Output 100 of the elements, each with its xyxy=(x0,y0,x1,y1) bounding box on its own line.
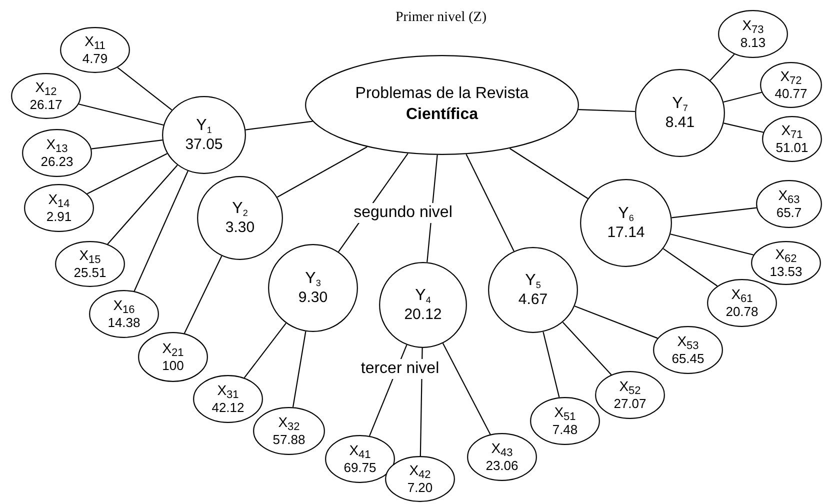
variable-name: X$_{52}$ xyxy=(619,378,641,398)
variable-name: X$_{51}$ xyxy=(554,404,576,424)
variable-value: 51.01 xyxy=(776,141,808,156)
variable-value: 7.48 xyxy=(552,423,578,438)
variable-value: 26.23 xyxy=(40,155,74,170)
connector-line xyxy=(723,92,762,103)
connector-line xyxy=(184,256,222,334)
ellipse-node xyxy=(253,407,325,455)
connector-line xyxy=(562,322,612,376)
variable-value: 4.67 xyxy=(518,290,548,308)
variable-value: 14.38 xyxy=(108,316,140,332)
variable-value: 40.77 xyxy=(774,87,808,102)
circle-node xyxy=(580,179,672,267)
connector-line xyxy=(724,122,764,133)
variable-name: X$_{16}$ xyxy=(113,296,135,316)
variable-name: X$_{32}$ xyxy=(278,414,300,434)
variable-value: 25.51 xyxy=(74,266,106,282)
variable-value: 20.12 xyxy=(404,306,442,323)
variable-name: X$_{73}$ xyxy=(742,16,764,36)
connector-line xyxy=(510,148,588,199)
variable-value: 100 xyxy=(162,359,184,374)
variable-name: Y$_{3}$ xyxy=(305,270,321,289)
ellipse-node xyxy=(11,73,81,119)
ellipse-node xyxy=(760,62,822,108)
variable-name: Y$_{6}$ xyxy=(618,205,634,224)
ellipse-node xyxy=(89,290,159,338)
connector-line xyxy=(710,54,735,81)
circle-node xyxy=(488,247,578,333)
node-title: Problemas de la Revista Científica xyxy=(354,84,530,125)
connector-line xyxy=(670,234,754,256)
connector-line xyxy=(86,153,168,194)
ellipse-node xyxy=(138,332,208,382)
circle-node xyxy=(268,244,358,332)
variable-value: 7.20 xyxy=(407,481,433,496)
circle-node xyxy=(379,262,467,348)
variable-name: X$_{62}$ xyxy=(775,246,797,266)
circle-node xyxy=(635,69,725,157)
variable-name: X$_{61}$ xyxy=(731,286,753,306)
ellipse-node xyxy=(595,371,665,419)
variable-value: 4.79 xyxy=(82,52,108,68)
connector-line xyxy=(466,154,514,252)
ellipse-node xyxy=(325,435,395,483)
connector-line xyxy=(134,170,188,292)
variable-value: 9.30 xyxy=(298,288,328,306)
ellipse-node xyxy=(467,433,537,481)
ellipse-node xyxy=(751,241,821,285)
variable-name: X$_{12}$ xyxy=(35,78,57,98)
ellipse-node xyxy=(707,279,777,327)
ellipse-node xyxy=(24,184,94,232)
ellipse-node xyxy=(193,375,263,423)
connector-line xyxy=(91,140,162,150)
variable-value: 65.45 xyxy=(672,352,704,368)
variable-name: Y$_{4}$ xyxy=(415,287,431,306)
connector-line xyxy=(574,306,658,339)
variable-value: 65.7 xyxy=(776,206,802,222)
variable-value: 17.14 xyxy=(607,224,645,241)
variable-value: 23.06 xyxy=(486,459,518,474)
circle-node xyxy=(162,96,246,174)
variable-name: Y$_{5}$ xyxy=(525,272,541,291)
variable-name: Y$_{2}$ xyxy=(232,200,248,219)
variable-name: X$_{13}$ xyxy=(46,136,68,156)
ellipse-node xyxy=(530,397,600,445)
variable-name: X$_{43}$ xyxy=(491,440,513,460)
connector-line xyxy=(672,207,756,218)
connector-line xyxy=(662,248,718,286)
ellipse-node xyxy=(756,180,822,228)
variable-value: 69.75 xyxy=(344,461,376,476)
connector-line xyxy=(117,67,172,110)
variable-value: 20.78 xyxy=(726,305,758,320)
variable-name: X$_{41}$ xyxy=(349,442,371,462)
ellipse-node xyxy=(22,129,92,177)
variable-name: X$_{14}$ xyxy=(48,190,70,210)
variable-value: 26.17 xyxy=(30,98,62,114)
ellipse-node xyxy=(653,326,723,374)
variable-name: X$_{63}$ xyxy=(778,186,800,206)
variable-value: 42.12 xyxy=(212,401,244,416)
variable-name: X$_{21}$ xyxy=(162,340,184,360)
connector-line xyxy=(578,109,636,112)
ellipse-node xyxy=(718,10,788,58)
circle-node xyxy=(197,176,283,260)
variable-value: 57.88 xyxy=(272,433,306,448)
connector-line xyxy=(277,146,368,198)
connector-line xyxy=(78,104,164,126)
variable-value: 8.13 xyxy=(740,36,766,52)
variable-value: 8.41 xyxy=(665,114,695,131)
ellipse-node xyxy=(55,241,125,287)
variable-value: 37.05 xyxy=(185,136,223,153)
ellipse-node xyxy=(305,55,579,155)
variable-name: X$_{72}$ xyxy=(780,68,802,88)
variable-name: Y$_{7}$ xyxy=(672,95,688,114)
variable-name: X$_{11}$ xyxy=(84,32,106,52)
variable-value: 3.30 xyxy=(225,218,255,236)
ellipse-node xyxy=(762,116,822,162)
variable-name: X$_{15}$ xyxy=(79,246,101,266)
connector-line xyxy=(246,120,313,130)
variable-name: X$_{42}$ xyxy=(409,462,431,482)
variable-name: X$_{71}$ xyxy=(781,122,803,142)
connector-line xyxy=(292,331,306,408)
ellipse-node xyxy=(385,456,455,502)
variable-value: 13.53 xyxy=(770,265,802,280)
